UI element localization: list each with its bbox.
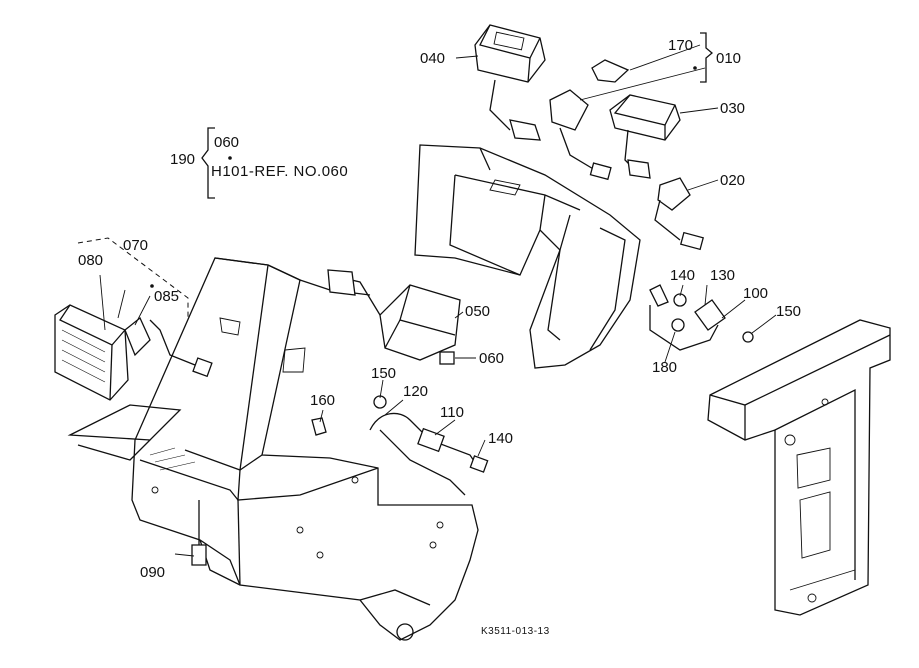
callout-090: 090 (140, 564, 166, 581)
small-parts-right (649, 284, 754, 351)
reference-note: H101-REF. NO.060 (211, 163, 349, 180)
callout-180: 180 (652, 359, 678, 376)
leader-lines (99, 44, 777, 557)
callout-190: 190 (170, 151, 196, 168)
drawing-code: K3511-013-13 (481, 626, 550, 637)
callout-120: 120 (403, 383, 429, 400)
harness-110 (311, 395, 489, 496)
callout-080: 080 (78, 252, 104, 269)
dash-panel (414, 144, 641, 369)
callout-140-right: 140 (670, 267, 696, 284)
callout-100: 100 (743, 285, 769, 302)
callout-170: 170 (668, 37, 694, 54)
plug-090 (191, 500, 207, 566)
callout-030: 030 (720, 100, 746, 117)
callout-040: 040 (420, 50, 446, 67)
callout-150-left: 150 (371, 365, 397, 382)
callout-060-top: 060 (214, 134, 240, 151)
key-switch-010 (549, 59, 630, 181)
callout-010: 010 (716, 50, 742, 67)
callout-140-left: 140 (488, 430, 514, 447)
switch-020 (654, 177, 705, 251)
callout-020: 020 (720, 172, 746, 189)
callout-160: 160 (310, 392, 336, 409)
meter-040 (474, 24, 546, 141)
headlight-080 (54, 304, 213, 401)
callout-085: 085 (154, 288, 180, 305)
pedestal-frame (67, 257, 479, 641)
group-brackets (77, 32, 714, 320)
callout-130: 130 (710, 267, 736, 284)
relay-box-050 (327, 269, 461, 365)
callout-150-right: 150 (776, 303, 802, 320)
callout-110: 110 (440, 404, 464, 421)
callout-050: 050 (465, 303, 491, 320)
callout-070: 070 (123, 237, 149, 254)
side-frame (707, 319, 891, 616)
meter-030 (609, 94, 681, 179)
callout-060: 060 (479, 350, 505, 367)
